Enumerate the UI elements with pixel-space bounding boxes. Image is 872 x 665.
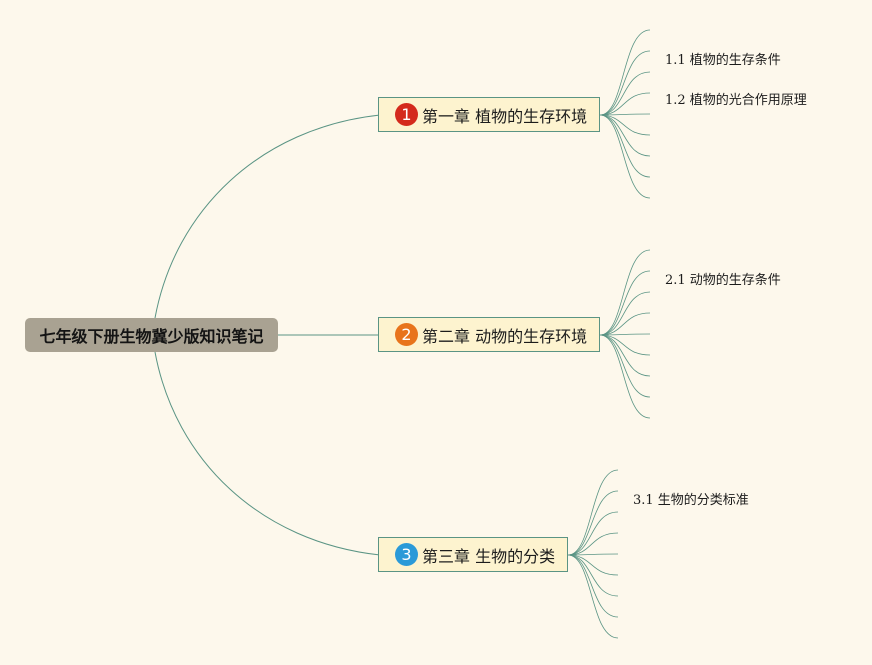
connector-root-chapter-3 xyxy=(154,351,381,556)
branch-line-1-1 xyxy=(599,29,651,116)
branch-line-1-2 xyxy=(599,50,651,116)
branch-line-3-1 xyxy=(567,469,619,556)
branch-line-2-2 xyxy=(599,270,651,336)
topic-node[interactable]: 1.1 植物的生存条件 xyxy=(665,53,781,68)
topic-node[interactable]: 1.2 植物的光合作用原理 xyxy=(665,93,807,108)
branch-line-1-7 xyxy=(599,114,651,157)
branch-line-1-4 xyxy=(599,92,651,116)
branch-line-3-4 xyxy=(567,532,619,556)
branch-line-2-1 xyxy=(599,249,651,336)
branch-line-2-7 xyxy=(599,334,651,377)
topic-node[interactable]: 3.1 生物的分类标准 xyxy=(633,493,749,508)
root-node[interactable]: 七年级下册生物冀少版知识笔记 xyxy=(25,318,278,352)
connector-root-chapter-1 xyxy=(154,114,381,319)
topic-node[interactable]: 2.1 动物的生存条件 xyxy=(665,273,781,288)
branch-line-1-3 xyxy=(599,71,651,116)
chapter-title: 第三章 生物的分类 xyxy=(422,546,556,566)
branch-line-2-9 xyxy=(599,334,651,419)
number-2-icon: 2 xyxy=(395,323,418,346)
branch-line-3-8 xyxy=(567,554,619,618)
branch-line-2-4 xyxy=(599,312,651,336)
chapter-node-2[interactable]: 2 第二章 动物的生存环境 xyxy=(378,317,600,352)
chapter-title: 第一章 植物的生存环境 xyxy=(422,106,588,126)
root-title: 七年级下册生物冀少版知识笔记 xyxy=(39,327,264,346)
branch-line-1-8 xyxy=(599,114,651,178)
branch-line-3-3 xyxy=(567,511,619,556)
branch-line-3-7 xyxy=(567,554,619,597)
branch-line-2-3 xyxy=(599,291,651,336)
chapter-node-3[interactable]: 3 第三章 生物的分类 xyxy=(378,537,568,572)
number-3-icon: 3 xyxy=(395,543,418,566)
branch-line-2-8 xyxy=(599,334,651,398)
branch-line-3-2 xyxy=(567,490,619,556)
number-1-icon: 1 xyxy=(395,103,418,126)
branch-line-3-9 xyxy=(567,554,619,639)
chapter-title: 第二章 动物的生存环境 xyxy=(422,326,588,346)
chapter-node-1[interactable]: 1 第一章 植物的生存环境 xyxy=(378,97,600,132)
branch-line-1-9 xyxy=(599,114,651,199)
